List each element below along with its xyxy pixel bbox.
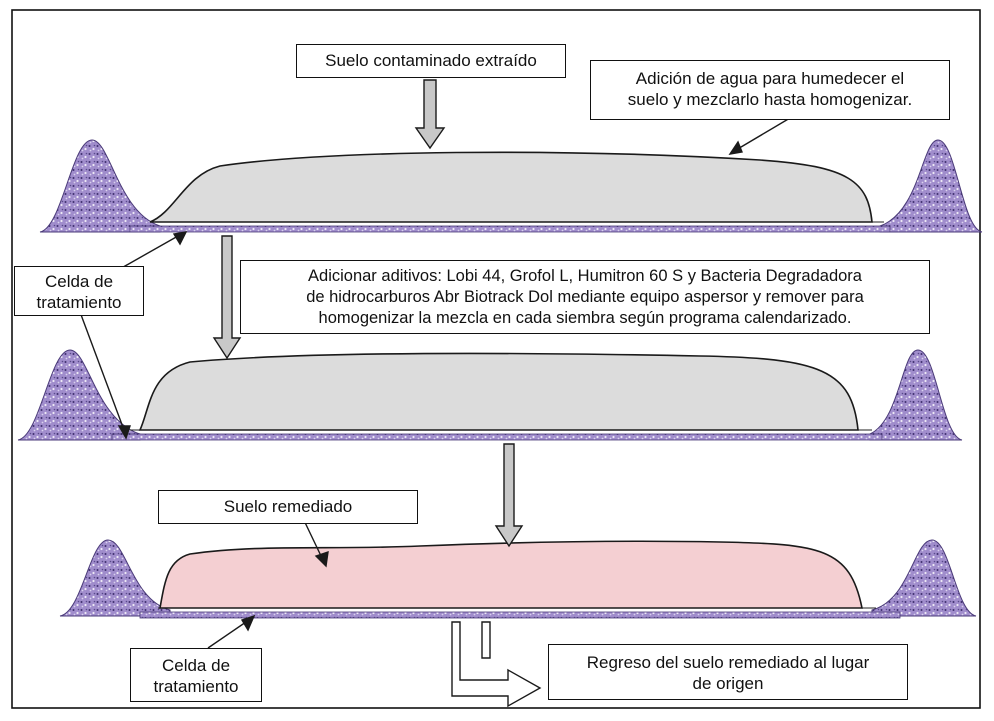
arrow-down-stage2-to-3 bbox=[494, 443, 524, 548]
berm-right-1 bbox=[879, 139, 983, 233]
label-add-water: Adición de agua para humedecer el suelo … bbox=[590, 60, 950, 120]
arrow-down-extracted-soil bbox=[414, 79, 446, 150]
liner-3 bbox=[139, 611, 901, 619]
return-arrow bbox=[451, 621, 542, 708]
diagram-frame bbox=[11, 9, 981, 709]
arrow-down-stage1-to-2 bbox=[212, 235, 242, 360]
treatment-cell-stage-3 bbox=[59, 539, 977, 619]
berm-left-1 bbox=[39, 139, 161, 233]
label-additives: Adicionar aditivos: Lobi 44, Grofol L, H… bbox=[240, 260, 930, 334]
berm-right-3 bbox=[871, 539, 977, 617]
soil-pile-remediated bbox=[159, 540, 863, 609]
label-return-soil: Regreso del suelo remediado al lugar de … bbox=[548, 644, 908, 700]
flow-arrows bbox=[212, 79, 524, 548]
label-treatment-cell-top: Celda de tratamiento bbox=[14, 266, 144, 316]
soil-pile-contaminated-2 bbox=[138, 352, 859, 431]
liner-1 bbox=[129, 225, 891, 233]
berm-left-3 bbox=[59, 539, 171, 617]
leader-lines bbox=[79, 117, 791, 649]
label-treatment-cell-bottom: Celda de tratamiento bbox=[130, 648, 262, 702]
soil-pile-contaminated-1 bbox=[149, 151, 873, 223]
label-remediated-soil: Suelo remediado bbox=[158, 490, 418, 524]
berm-right-2 bbox=[869, 349, 963, 441]
treatment-cell-stage-1 bbox=[39, 139, 983, 233]
liner-2 bbox=[111, 433, 883, 441]
label-extracted-soil: Suelo contaminado extraído bbox=[296, 44, 566, 78]
treatment-cell-stage-2 bbox=[17, 349, 963, 441]
